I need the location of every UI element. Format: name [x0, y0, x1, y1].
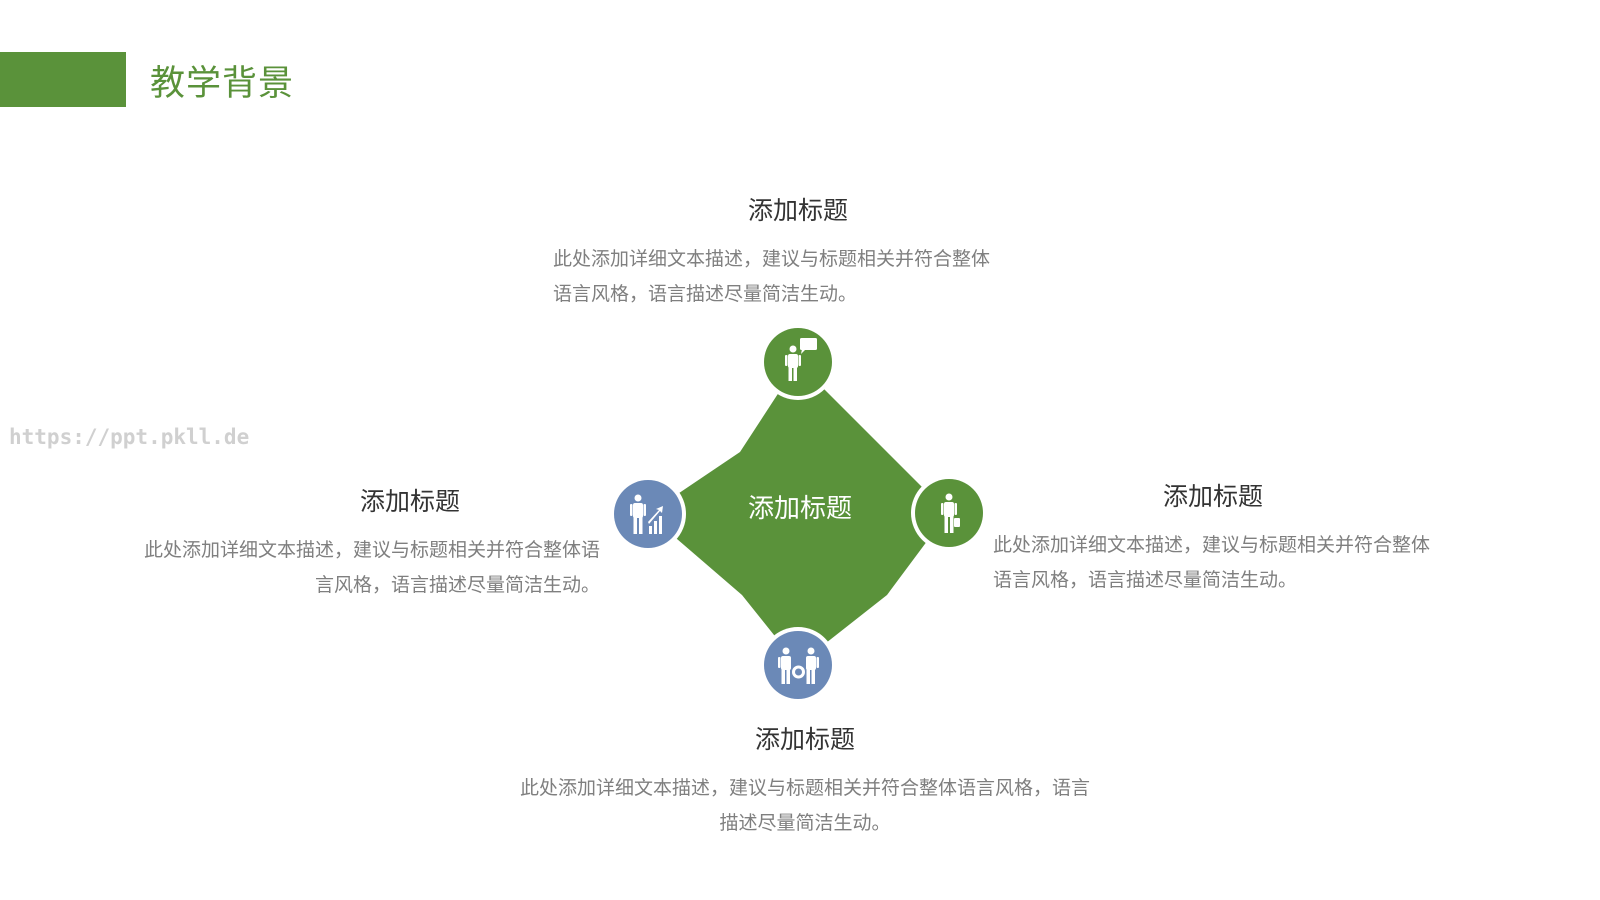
node-bottom-desc: 此处添加详细文本描述，建议与标题相关并符合整体语言风格，语言 描述尽量简洁生动。: [500, 771, 1110, 841]
node-bottom-desc-line: 此处添加详细文本描述，建议与标题相关并符合整体语言风格，语言: [519, 777, 1090, 799]
node-bottom-title: 添加标题: [754, 725, 855, 754]
node-left-desc-line: 此处添加详细文本描述，建议与标题相关并符合整体语: [143, 539, 600, 561]
watermark: https://ppt.pkll.de: [9, 425, 250, 449]
header-accent-bar: [0, 52, 126, 107]
node-left-desc: 此处添加详细文本描述，建议与标题相关并符合整体语 言风格，语言描述尽量简洁生动。: [110, 533, 600, 603]
node-right-circle[interactable]: [911, 475, 987, 551]
node-right-text: 添加标题 此处添加详细文本描述，建议与标题相关并符合整体 语言风格，语言描述尽量…: [993, 480, 1473, 598]
node-left-desc-line: 言风格，语言描述尽量简洁生动。: [314, 574, 600, 596]
center-star-shape: [648, 363, 948, 665]
node-bottom-text: 添加标题 此处添加详细文本描述，建议与标题相关并符合整体语言风格，语言 描述尽量…: [500, 723, 1110, 841]
two-people-teamwork-icon: [778, 647, 819, 684]
node-right-desc: 此处添加详细文本描述，建议与标题相关并符合整体 语言风格，语言描述尽量简洁生动。: [993, 528, 1473, 598]
node-right-title: 添加标题: [1162, 482, 1263, 511]
center-label: 添加标题: [747, 494, 852, 524]
node-top-title: 添加标题: [747, 196, 848, 225]
page-title: 教学背景: [150, 64, 295, 104]
businessman-briefcase-icon: [941, 493, 960, 533]
node-left-circle[interactable]: [610, 476, 686, 552]
node-top-circle[interactable]: [760, 324, 836, 400]
node-top-desc: 此处添加详细文本描述，建议与标题相关并符合整体 语言风格，语言描述尽量简洁生动。: [553, 242, 1033, 312]
node-bottom-desc-line: 描述尽量简洁生动。: [719, 812, 891, 834]
node-top-text: 添加标题 此处添加详细文本描述，建议与标题相关并符合整体 语言风格，语言描述尽量…: [553, 194, 1033, 312]
node-top-desc-line: 此处添加详细文本描述，建议与标题相关并符合整体: [553, 248, 991, 270]
node-left-title: 添加标题: [359, 487, 460, 516]
businessman-growth-chart-icon: [630, 494, 663, 534]
presenter-speech-bubble-icon: [785, 338, 817, 381]
node-left-text: 添加标题 此处添加详细文本描述，建议与标题相关并符合整体语 言风格，语言描述尽量…: [110, 485, 600, 603]
node-right-desc-line: 此处添加详细文本描述，建议与标题相关并符合整体: [993, 534, 1431, 556]
node-right-desc-line: 语言风格，语言描述尽量简洁生动。: [993, 569, 1298, 591]
node-bottom-circle[interactable]: [760, 627, 836, 703]
node-top-desc-line: 语言风格，语言描述尽量简洁生动。: [553, 283, 858, 305]
